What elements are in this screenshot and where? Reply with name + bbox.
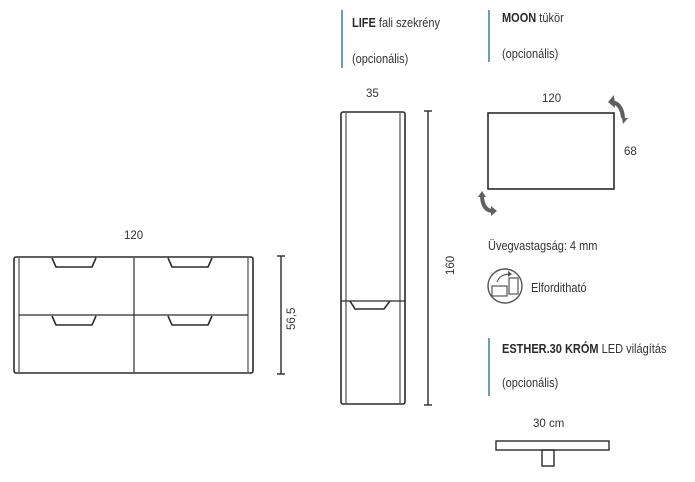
moon-name: MOON (502, 11, 537, 25)
drawer-handle (51, 257, 97, 268)
life-width-label: 35 (366, 88, 379, 100)
moon-optional: (opcionális) (502, 47, 559, 61)
drawer-handle (51, 315, 97, 326)
life-height-label: 160 (445, 255, 457, 275)
esther-width-label: 30 cm (533, 418, 565, 430)
life-heading: LIFE fali szekrény (352, 16, 440, 30)
life-optional: (opcionális) (352, 52, 409, 66)
esther-heading: ESTHER.30 KRÓM LED világítás (502, 342, 666, 356)
vanity-width-label: 120 (124, 230, 144, 242)
moon-heading: MOON tükör (502, 11, 564, 25)
esther-name: ESTHER.30 KRÓM (502, 342, 599, 356)
drawer-handle (167, 257, 213, 268)
moon-rotatable-label: Elforditható (531, 281, 587, 295)
moon-desc: tükör (539, 11, 564, 25)
moon-mirror-outline (487, 112, 615, 190)
esther-accent-bar (488, 338, 490, 396)
esther-desc: LED világítás (601, 342, 667, 356)
life-desc: fali szekrény (378, 16, 441, 30)
drawer-handle (167, 315, 213, 326)
moon-accent-bar (488, 10, 490, 62)
vanity-outline (13, 256, 254, 374)
esther-light-bar (495, 440, 610, 451)
esther-light-mount (541, 449, 555, 467)
life-accent-bar (341, 10, 343, 68)
rotate-arrow-icon (478, 191, 497, 216)
vanity-height-label: 56,5 (286, 307, 298, 330)
rotatable-icon (487, 268, 523, 304)
rotate-arrow-icon (608, 95, 628, 124)
moon-glass-thickness: Üvegvastagság: 4 mm (488, 239, 598, 253)
esther-led-light (495, 440, 610, 467)
life-cabinet-handle (349, 300, 391, 310)
moon-width-label: 120 (542, 93, 562, 105)
esther-optional: (opcionális) (502, 376, 559, 390)
life-cabinet-outline (340, 111, 406, 405)
vanity-cabinet (13, 256, 254, 374)
moon-height-label: 68 (624, 146, 637, 158)
life-cabinet (340, 111, 406, 405)
life-name: LIFE (352, 16, 376, 30)
